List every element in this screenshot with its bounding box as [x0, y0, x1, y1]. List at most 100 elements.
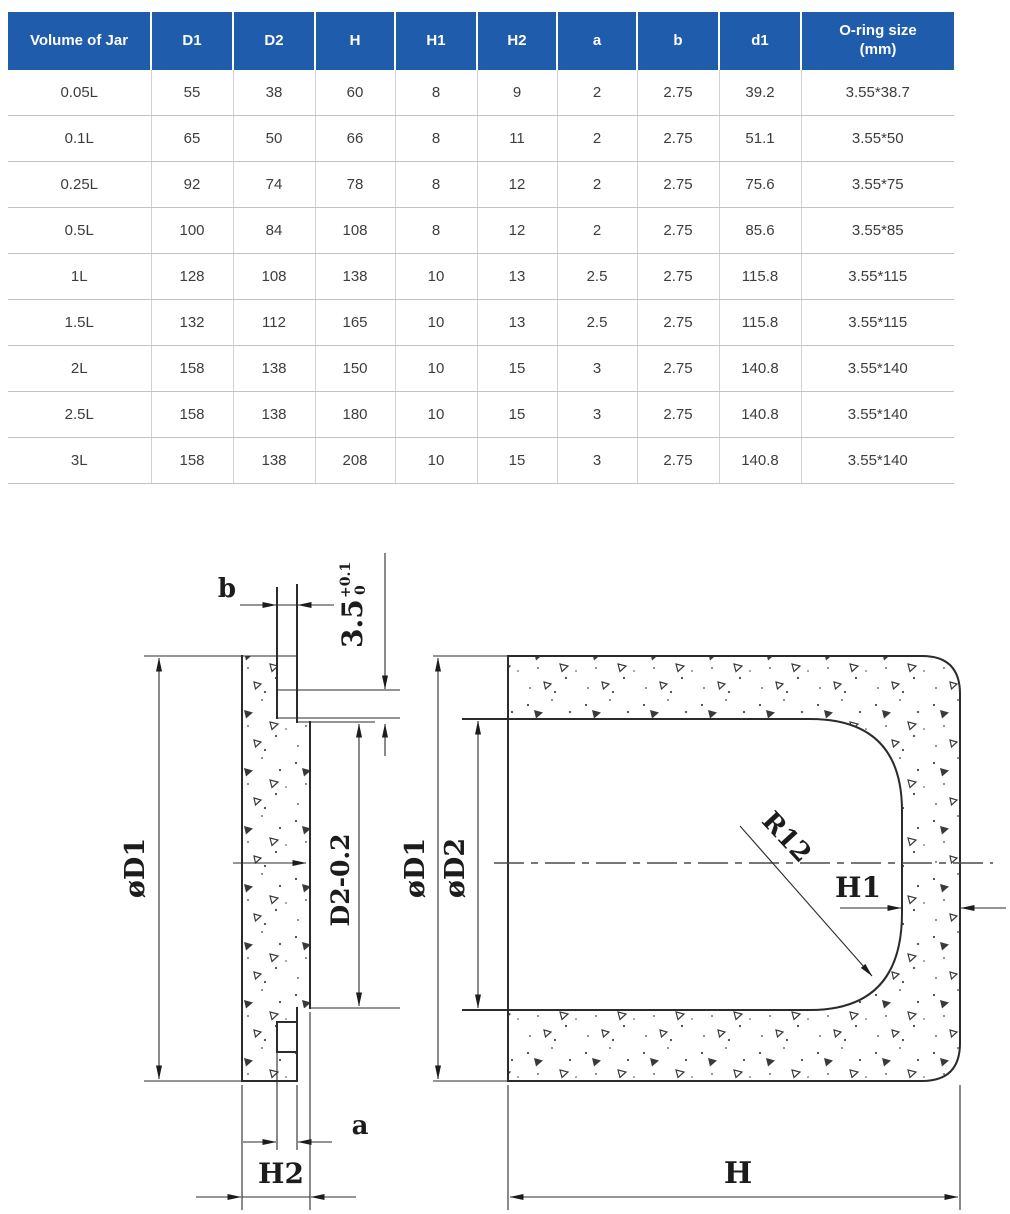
table-cell: 8 — [394, 115, 477, 162]
table-cell: 138 — [314, 253, 395, 300]
table-cell: 0.5L — [8, 207, 151, 254]
table-cell: 140.8 — [718, 437, 801, 484]
table-cell: 75.6 — [718, 161, 801, 208]
table-cell: 2.75 — [636, 391, 719, 438]
table-cell: 12 — [476, 207, 557, 254]
technical-drawing: øD1 D2-0.2 b 3.5 +0.1 0 a H2 — [120, 553, 1006, 1210]
column-header-a: a — [556, 12, 637, 70]
table-cell: 10 — [394, 437, 477, 484]
table-cell: 165 — [314, 299, 395, 346]
table-cell: 2 — [556, 207, 637, 254]
dim-label-groove-depth: 3.5 — [336, 599, 369, 648]
dim-label-right-d2: øD2 — [440, 838, 471, 898]
table-cell: 2.75 — [636, 70, 719, 116]
table-cell: 2L — [8, 345, 151, 392]
table-cell: 85.6 — [718, 207, 801, 254]
table-cell: 3 — [556, 437, 637, 484]
table-cell: 0.1L — [8, 115, 151, 162]
column-header-h2: H2 — [476, 12, 557, 70]
table-cell: 115.8 — [718, 299, 801, 346]
table-cell: 10 — [394, 391, 477, 438]
table-cell: 150 — [314, 345, 395, 392]
table-cell: 51.1 — [718, 115, 801, 162]
table-cell: 38 — [232, 70, 315, 116]
table-cell: 180 — [314, 391, 395, 438]
table-cell: 2.5 — [556, 299, 637, 346]
table-cell: 208 — [314, 437, 395, 484]
table-cell: 132 — [150, 299, 233, 346]
left-view: øD1 D2-0.2 b 3.5 +0.1 0 a H2 — [120, 553, 400, 1210]
dim-label-h2: H2 — [258, 1157, 304, 1190]
dim-label-h1: H1 — [835, 871, 881, 904]
table-cell: 8 — [394, 70, 477, 116]
column-header-d2: D2 — [232, 12, 315, 70]
table-cell: 50 — [232, 115, 315, 162]
table-cell: 1.5L — [8, 299, 151, 346]
table-cell: 39.2 — [718, 70, 801, 116]
dim-label-groove-tol-lower: 0 — [353, 585, 369, 595]
table-cell: 108 — [232, 253, 315, 300]
table-cell: 3 — [556, 391, 637, 438]
table-cell: 3.55*140 — [800, 437, 954, 484]
right-view: øD1 øD2 R12 H1 H — [400, 655, 1006, 1210]
table-cell: 2 — [556, 70, 637, 116]
column-header-volume: Volume of Jar — [8, 12, 151, 70]
column-header-o-ring-size: O-ring size (mm) — [800, 12, 954, 70]
table-cell: 84 — [232, 207, 315, 254]
table-cell: 128 — [150, 253, 233, 300]
table-cell: 2.75 — [636, 161, 719, 208]
table-cell: 2.75 — [636, 115, 719, 162]
table-cell: 92 — [150, 161, 233, 208]
table-cell: 15 — [476, 391, 557, 438]
table-cell: 3.55*75 — [800, 161, 954, 208]
table-cell: 13 — [476, 299, 557, 346]
table-cell: 2.75 — [636, 345, 719, 392]
table-cell: 11 — [476, 115, 557, 162]
table-cell: 138 — [232, 391, 315, 438]
table-cell: 2.75 — [636, 253, 719, 300]
table-cell: 3.55*38.7 — [800, 70, 954, 116]
table-cell: 3.55*115 — [800, 299, 954, 346]
table-cell: 78 — [314, 161, 395, 208]
column-header-b: b — [636, 12, 719, 70]
dim-label-left-d2: D2-0.2 — [326, 834, 355, 927]
table-cell: 1L — [8, 253, 151, 300]
table-cell: 0.25L — [8, 161, 151, 208]
table-cell: 2 — [556, 161, 637, 208]
dim-label-left-d1: øD1 — [120, 838, 151, 898]
table-cell: 115.8 — [718, 253, 801, 300]
column-header-h: H — [314, 12, 395, 70]
dim-label-right-d1: øD1 — [400, 838, 431, 898]
table-cell: 3.55*50 — [800, 115, 954, 162]
table-cell: 0.05L — [8, 70, 151, 116]
jar-cavity — [508, 719, 902, 1010]
table-cell: 100 — [150, 207, 233, 254]
table-cell: 10 — [394, 299, 477, 346]
dim-label-h: H — [724, 1156, 752, 1191]
table-cell: 55 — [150, 70, 233, 116]
table-cell: 15 — [476, 437, 557, 484]
dim-label-b: b — [218, 574, 236, 604]
table-cell: 2.75 — [636, 437, 719, 484]
table-cell: 3L — [8, 437, 151, 484]
table-cell: 140.8 — [718, 345, 801, 392]
table-cell: 2.5 — [556, 253, 637, 300]
table-cell: 8 — [394, 161, 477, 208]
column-header-d1: d1 — [718, 12, 801, 70]
table-cell: 3.55*140 — [800, 345, 954, 392]
table-cell: 138 — [232, 345, 315, 392]
left-wall-section — [242, 656, 310, 1081]
table-cell: 10 — [394, 253, 477, 300]
table-cell: 10 — [394, 345, 477, 392]
